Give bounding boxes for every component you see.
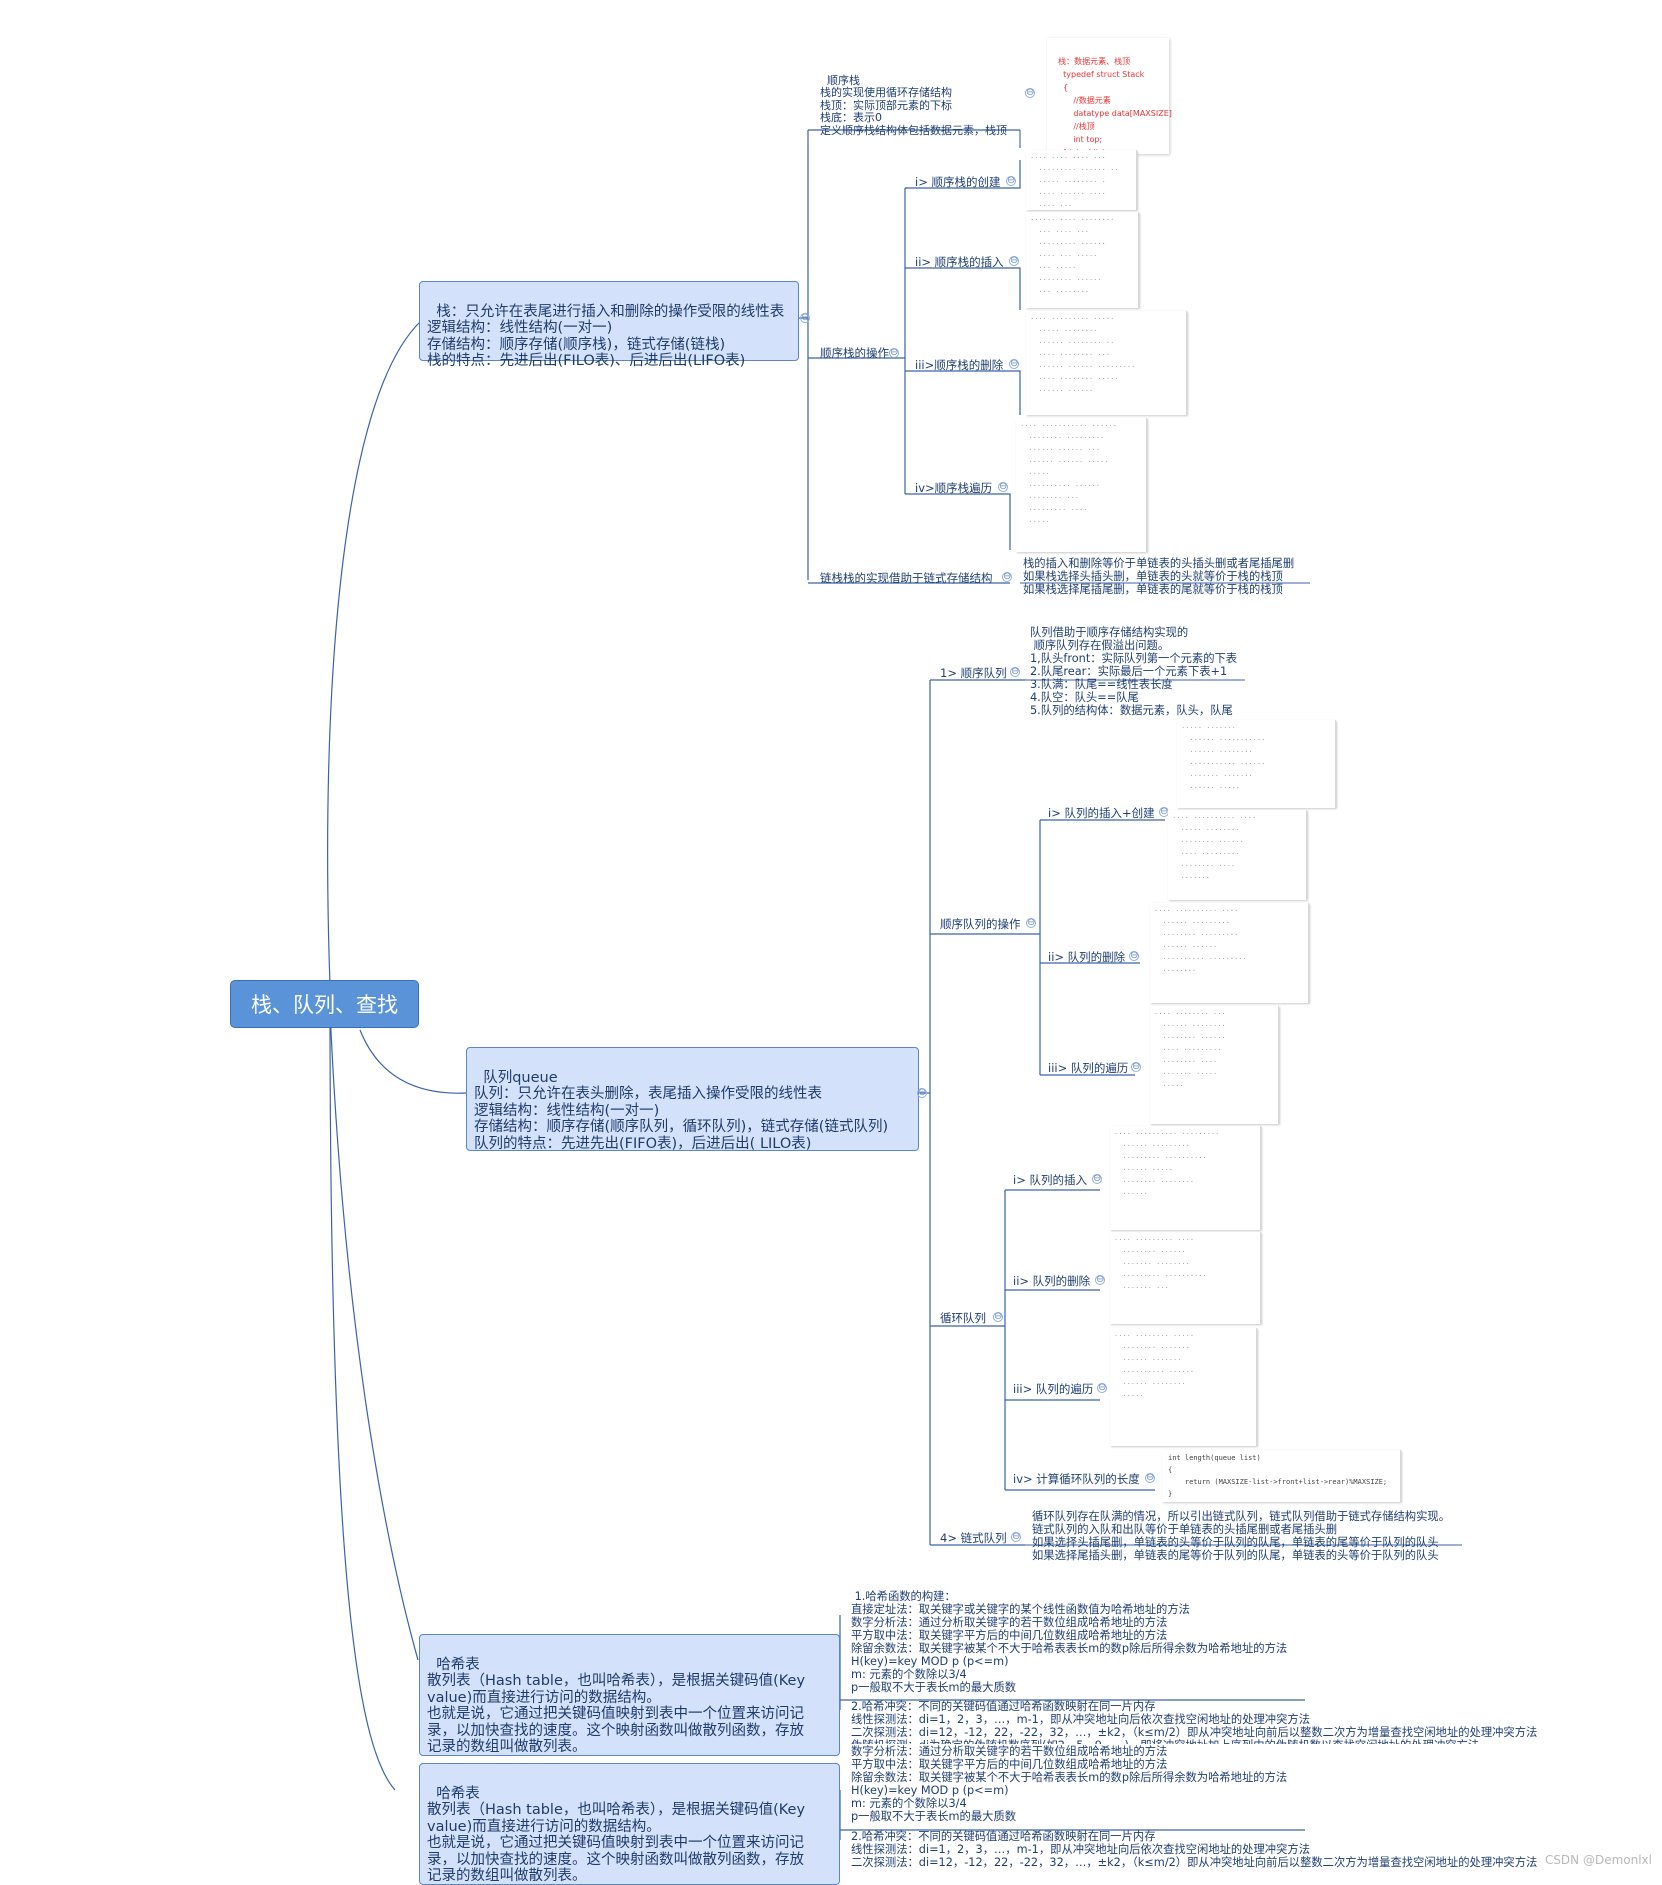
stack-topic-text: 栈：只允许在表尾进行插入和删除的操作受限的线性表 逻辑结构：线性结构(一对一) … xyxy=(427,303,785,370)
stack-struct-code: 栈：数据元素、栈顶 typedef struct Stack { //数据元素 … xyxy=(1047,38,1172,157)
code-image-queue-traverse: ···· ········ ··· ······ ········ ······… xyxy=(1150,1006,1279,1124)
collapse-icon[interactable]: ⊖ xyxy=(1002,571,1012,582)
code-image-queue-insert: ···· ·········· ···· ····· ········ ····… xyxy=(1168,810,1307,900)
collapse-icon[interactable]: ⊖ xyxy=(998,481,1008,492)
seq-stack-description-text: 顺序栈 栈的实现使用循环存储结构 栈顶：实际顶部元素的下标 栈底：表示0 定义顺… xyxy=(820,73,1007,137)
queue-op-delete[interactable]: ii> 队列的删除 xyxy=(1048,950,1126,964)
seq-queue-label[interactable]: 1> 顺序队列 xyxy=(940,666,1007,680)
collapse-icon[interactable]: ⊖ xyxy=(1026,917,1036,928)
root-topic[interactable]: 栈、队列、查找 xyxy=(230,980,419,1028)
collapse-icon[interactable]: ⊖ xyxy=(1092,1173,1102,1184)
circular-queue-label[interactable]: 循环队列 xyxy=(940,1311,986,1325)
collapse-icon[interactable]: ⊖ xyxy=(993,1311,1003,1322)
collapse-icon[interactable]: ⊖ xyxy=(1129,950,1139,961)
linked-stack-note: 栈的插入和删除等价于单链表的头插头删或者尾插尾删 如果栈选择头插头删，单链表的头… xyxy=(1023,557,1295,596)
linked-queue-note: 循环队列存在队满的情况，所以引出链式队列，链式队列借助于链式存储结构实现。 链式… xyxy=(1032,1510,1450,1562)
stack-op-traverse[interactable]: iv>顺序栈遍历 xyxy=(915,481,993,495)
code-image-queue-delete: ···· ·········· ···· ······ ········· ··… xyxy=(1150,903,1309,1003)
stack-ops-label[interactable]: 顺序栈的操作 xyxy=(820,346,889,360)
root-topic-label: 栈、队列、查找 xyxy=(251,993,398,1017)
linked-queue-label[interactable]: 4> 链式队列 xyxy=(940,1531,1007,1545)
stack-op-insert[interactable]: ii> 顺序栈的插入 xyxy=(915,255,1004,269)
circ-length-code: int length(queue list) { return (MAXSIZE… xyxy=(1168,1454,1388,1498)
code-image-circ-delete: ···· ········· ···· ········ ······ ····… xyxy=(1110,1232,1261,1324)
seq-queue-ops-label[interactable]: 顺序队列的操作 xyxy=(940,917,1021,931)
collapse-icon[interactable]: ⊖ xyxy=(800,312,810,323)
circ-op-delete[interactable]: ii> 队列的删除 xyxy=(1013,1274,1091,1288)
code-image-circ-length: int length(queue list) { return (MAXSIZE… xyxy=(1162,1450,1401,1502)
hash-conflict-note: 2.哈希冲突：不同的关键码值通过哈希函数映射在同一片内存 线性探测法：di=1，… xyxy=(851,1700,1538,1744)
collapse-icon[interactable]: ⊖ xyxy=(917,1087,927,1098)
circ-op-insert[interactable]: i> 队列的插入 xyxy=(1013,1173,1087,1187)
collapse-icon[interactable]: ⊖ xyxy=(1095,1274,1105,1285)
code-image-stack-traverse: ···· ··········· ······ ········ ·······… xyxy=(1016,418,1147,552)
hash-topic-text: 哈希表 散列表（Hash table，也叫哈希表），是根据关键码值(Key va… xyxy=(427,1656,806,1756)
stack-struct-code-text: 栈：数据元素、栈顶 typedef struct Stack { //数据元素 … xyxy=(1058,57,1172,157)
queue-topic-text: 队列queue 队列：只允许在表头删除，表尾插入操作受限的线性表 逻辑结构：线性… xyxy=(474,1069,889,1152)
code-image-circ-insert: ···· ·········· ········· ······ ·······… xyxy=(1110,1126,1261,1230)
collapse-icon[interactable]: ⊖ xyxy=(1097,1382,1107,1393)
stack-op-delete[interactable]: iii>顺序栈的删除 xyxy=(915,358,1004,372)
seq-stack-description[interactable]: 顺序栈 栈的实现使用循环存储结构 栈顶：实际顶部元素的下标 栈底：表示0 定义顺… xyxy=(820,62,1007,137)
code-image-stack-insert: ······ ···· ········ ··· ···· ··· ······… xyxy=(1026,212,1139,308)
hash-function-note-duplicate: 数字分析法：通过分析取关键字的若干数位组成哈希地址的方法 平方取中法：取关键字平… xyxy=(851,1745,1288,1823)
queue-op-insert-create[interactable]: i> 队列的插入+创建 xyxy=(1048,806,1155,820)
circ-op-length[interactable]: iv> 计算循环队列的长度 xyxy=(1013,1472,1140,1486)
stack-op-create[interactable]: i> 顺序栈的创建 xyxy=(915,175,1001,189)
collapse-icon[interactable]: ⊖ xyxy=(1131,1061,1141,1072)
collapse-icon[interactable]: ⊖ xyxy=(889,347,899,358)
collapse-icon[interactable]: ⊖ xyxy=(1010,666,1020,677)
queue-topic[interactable]: 队列queue 队列：只允许在表头删除，表尾插入操作受限的线性表 逻辑结构：线性… xyxy=(466,1047,919,1152)
stack-topic[interactable]: 栈：只允许在表尾进行插入和删除的操作受限的线性表 逻辑结构：线性结构(一对一) … xyxy=(419,281,799,369)
seq-queue-note: 队列借助于顺序存储结构实现的 顺序队列存在假溢出问题。 1,队头front：实际… xyxy=(1030,626,1238,717)
code-image-queue-create: ····· ······· ······ ··········· ······ … xyxy=(1177,720,1336,808)
collapse-icon[interactable]: ⊖ xyxy=(1011,1531,1021,1542)
collapse-icon[interactable]: ⊖ xyxy=(1009,358,1019,369)
queue-op-traverse[interactable]: iii> 队列的遍历 xyxy=(1048,1061,1129,1075)
linked-stack-label[interactable]: 链栈栈的实现借助于链式存储结构 xyxy=(820,571,993,585)
watermark: CSDN @Demonlxl xyxy=(1544,1853,1652,1867)
collapse-icon[interactable]: ⊖ xyxy=(1025,87,1035,98)
hash-conflict-note-duplicate: 2.哈希冲突：不同的关键码值通过哈希函数映射在同一片内存 线性探测法：di=1，… xyxy=(851,1830,1538,1869)
hash-topic-duplicate-text: 哈希表 散列表（Hash table，也叫哈希表），是根据关键码值(Key va… xyxy=(427,1785,806,1885)
code-image-stack-create: ···· ···· ···· ··· ········· ······ ·· ·… xyxy=(1026,150,1137,210)
code-image-circ-traverse: ···· ········ ····· ········ ······· ···… xyxy=(1110,1328,1257,1446)
collapse-icon[interactable]: ⊖ xyxy=(1006,175,1016,186)
code-image-stack-delete: ···· ········· ····· ····· ········ ····… xyxy=(1026,311,1187,415)
hash-topic[interactable]: 哈希表 散列表（Hash table，也叫哈希表），是根据关键码值(Key va… xyxy=(419,1634,840,1756)
circ-op-traverse[interactable]: iii> 队列的遍历 xyxy=(1013,1382,1094,1396)
hash-function-note: 1.哈希函数的构建： 直接定址法：取关键字或关键字的某个线性函数值为哈希地址的方… xyxy=(851,1590,1288,1694)
hash-topic-duplicate[interactable]: 哈希表 散列表（Hash table，也叫哈希表），是根据关键码值(Key va… xyxy=(419,1763,840,1885)
collapse-icon[interactable]: ⊖ xyxy=(1009,255,1019,266)
collapse-icon[interactable]: ⊖ xyxy=(1145,1472,1155,1483)
